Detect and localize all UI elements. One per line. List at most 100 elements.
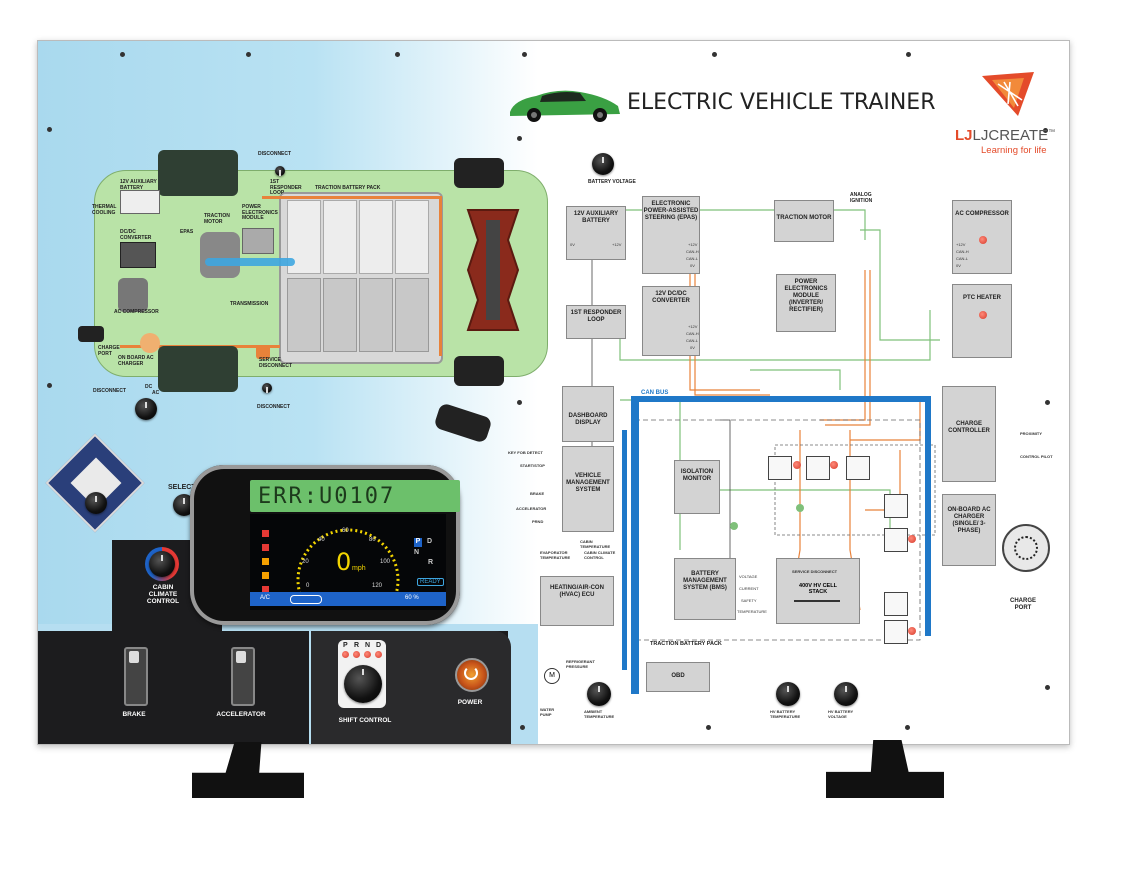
screw bbox=[1045, 685, 1050, 690]
can-bus-line-secondary bbox=[622, 430, 627, 670]
aux-battery-pin-0v: 0V bbox=[570, 242, 575, 247]
aux-battery-label: 12V AUXILIARY BATTERY bbox=[120, 179, 157, 191]
water-pump-label: WATER PUMP bbox=[540, 707, 555, 717]
ready-indicator: READY bbox=[417, 578, 444, 586]
warning-icon bbox=[262, 558, 269, 565]
isolation-monitor-box: ISOLATION MONITOR bbox=[674, 460, 720, 514]
brake-slider[interactable] bbox=[124, 647, 148, 706]
relay bbox=[884, 592, 908, 616]
charge-port-pins bbox=[1014, 536, 1038, 560]
fan-indicator-icon bbox=[290, 595, 322, 604]
rear-suspension-icon bbox=[466, 209, 520, 331]
accelerator-handle[interactable] bbox=[236, 651, 246, 663]
wheel-front-right bbox=[158, 346, 238, 392]
screw bbox=[517, 400, 522, 405]
hv-battery-voltage-knob[interactable] bbox=[834, 682, 858, 706]
speed-scale-80: 80 bbox=[369, 537, 376, 543]
battery-voltage-label: BATTERY VOLTAGE bbox=[588, 179, 636, 185]
selector-label: SELECTOR bbox=[168, 484, 206, 491]
responder-loop-box: 1ST RESPONDER LOOP bbox=[566, 305, 626, 339]
power-electronics-label: POWER ELECTRONICS MODULE bbox=[242, 204, 278, 221]
disconnect-knob-small[interactable] bbox=[262, 383, 272, 393]
gear-r-indicator: R bbox=[428, 559, 434, 566]
screw bbox=[120, 52, 125, 57]
ac-label: AC bbox=[152, 390, 160, 396]
ac-pin-0v: 0V bbox=[956, 263, 961, 268]
control-pilot-label: CONTROL PILOT bbox=[1020, 454, 1053, 459]
can-bus-right-vertical bbox=[925, 396, 931, 636]
service-disconnect-label: SERVICE DISCONNECT bbox=[259, 357, 293, 369]
key-fob-detect-label: KEY FOB DETECT bbox=[508, 450, 543, 455]
hv-cable bbox=[262, 196, 442, 199]
speed-value: 0 bbox=[336, 548, 352, 576]
ac-indicator: A/C bbox=[260, 595, 271, 601]
hv-cable bbox=[439, 196, 442, 356]
water-pump-icon: M bbox=[544, 668, 560, 684]
epas-pin-12v: +12V bbox=[688, 242, 698, 247]
epas-pin-canl: CAN-L bbox=[686, 256, 699, 261]
brand-tagline: Learning for life bbox=[981, 145, 1047, 156]
accelerator-label: ACCELERATOR bbox=[216, 711, 266, 718]
dcdc-pin-canl: CAN-L bbox=[686, 338, 699, 343]
screw bbox=[712, 52, 717, 57]
power-electronics-component bbox=[242, 228, 274, 254]
traction-motor-label: TRACTION MOTOR bbox=[204, 213, 230, 225]
accelerator-slider[interactable] bbox=[231, 647, 255, 706]
disconnect-top-label: DISCONNECT bbox=[258, 151, 292, 157]
power-label: POWER bbox=[457, 699, 483, 706]
cabin-climate-input-label: CABIN CLIMATE CONTROL bbox=[584, 550, 616, 560]
charge-port-socket[interactable] bbox=[1002, 524, 1050, 572]
transmission-label: TRANSMISSION bbox=[230, 301, 269, 307]
traction-pack-label: TRACTION BATTERY PACK bbox=[650, 641, 722, 647]
thermal-cooling-label: THERMAL COOLING bbox=[92, 204, 117, 216]
disconnect-bottom-right-label: DISCONNECT bbox=[257, 404, 291, 410]
epas-pin-canh: CAN-H bbox=[686, 249, 699, 254]
hvac-box: HEATING/AIR-CON (HVAC) ECU bbox=[540, 576, 614, 626]
screw bbox=[905, 725, 910, 730]
relay-lamp bbox=[830, 461, 838, 469]
selector-dial[interactable] bbox=[85, 492, 107, 514]
speed-scale-100: 100 bbox=[380, 559, 391, 565]
relay-lamp bbox=[793, 461, 801, 469]
cabin-climate-knob[interactable] bbox=[149, 551, 175, 577]
speed-scale-120: 120 bbox=[372, 583, 383, 589]
ambient-temp-knob[interactable] bbox=[587, 682, 611, 706]
bms-current-label: CURRENT bbox=[739, 586, 759, 591]
cabin-climate-label: CABIN CLIMATE CONTROL bbox=[146, 584, 180, 605]
charge-disconnect-knob[interactable] bbox=[135, 398, 157, 420]
hv-battery-temp-knob[interactable] bbox=[776, 682, 800, 706]
warning-icon bbox=[262, 572, 269, 579]
ptc-heater-lamp bbox=[979, 311, 987, 319]
disconnect-bottom-left-label: DISCONNECT bbox=[93, 388, 127, 394]
ambient-temp-label: AMBIENT TEMPERATURE bbox=[584, 709, 615, 719]
wheel-rear-left bbox=[454, 158, 504, 188]
battery-cells bbox=[287, 200, 432, 352]
start-stop-label: START/STOP bbox=[520, 463, 545, 468]
gear-p-lamp bbox=[342, 651, 349, 658]
hv-cell-stack-panel bbox=[776, 558, 860, 624]
brake-label: BRAKE bbox=[122, 711, 146, 718]
screw bbox=[906, 52, 911, 57]
selector-button[interactable] bbox=[173, 494, 195, 516]
ac-pin-12v: +12V bbox=[956, 242, 966, 247]
epas-label: EPAS bbox=[180, 229, 194, 235]
shift-knob[interactable] bbox=[344, 665, 382, 703]
can-bus-line bbox=[631, 396, 639, 694]
page-title: ELECTRIC VEHICLE TRAINER bbox=[627, 90, 936, 115]
charge-port-label: CHARGE PORT bbox=[98, 345, 120, 357]
brake-handle[interactable] bbox=[129, 651, 139, 663]
disconnect-knob-top[interactable] bbox=[275, 166, 285, 176]
shift-control-label: SHIFT CONTROL bbox=[338, 717, 392, 724]
dc-label: DC bbox=[145, 384, 153, 390]
brand-tm: ™ bbox=[1048, 129, 1056, 136]
dcdc-box: 12V DC/DC CONVERTER bbox=[642, 286, 700, 356]
aux-battery-box: 12V AUXILIARY BATTERY bbox=[566, 206, 626, 260]
battery-voltage-knob[interactable] bbox=[592, 153, 614, 175]
charge-port-sch-label: CHARGE PORT bbox=[1009, 598, 1036, 611]
prnd-input-label: PRND bbox=[532, 519, 544, 524]
warning-icon bbox=[262, 544, 269, 551]
bms-voltage-label: VOLTAGE bbox=[739, 574, 758, 579]
cell-stack-symbol bbox=[794, 600, 840, 602]
dcdc-label: DC/DC CONVERTER bbox=[120, 229, 152, 241]
screw bbox=[706, 725, 711, 730]
